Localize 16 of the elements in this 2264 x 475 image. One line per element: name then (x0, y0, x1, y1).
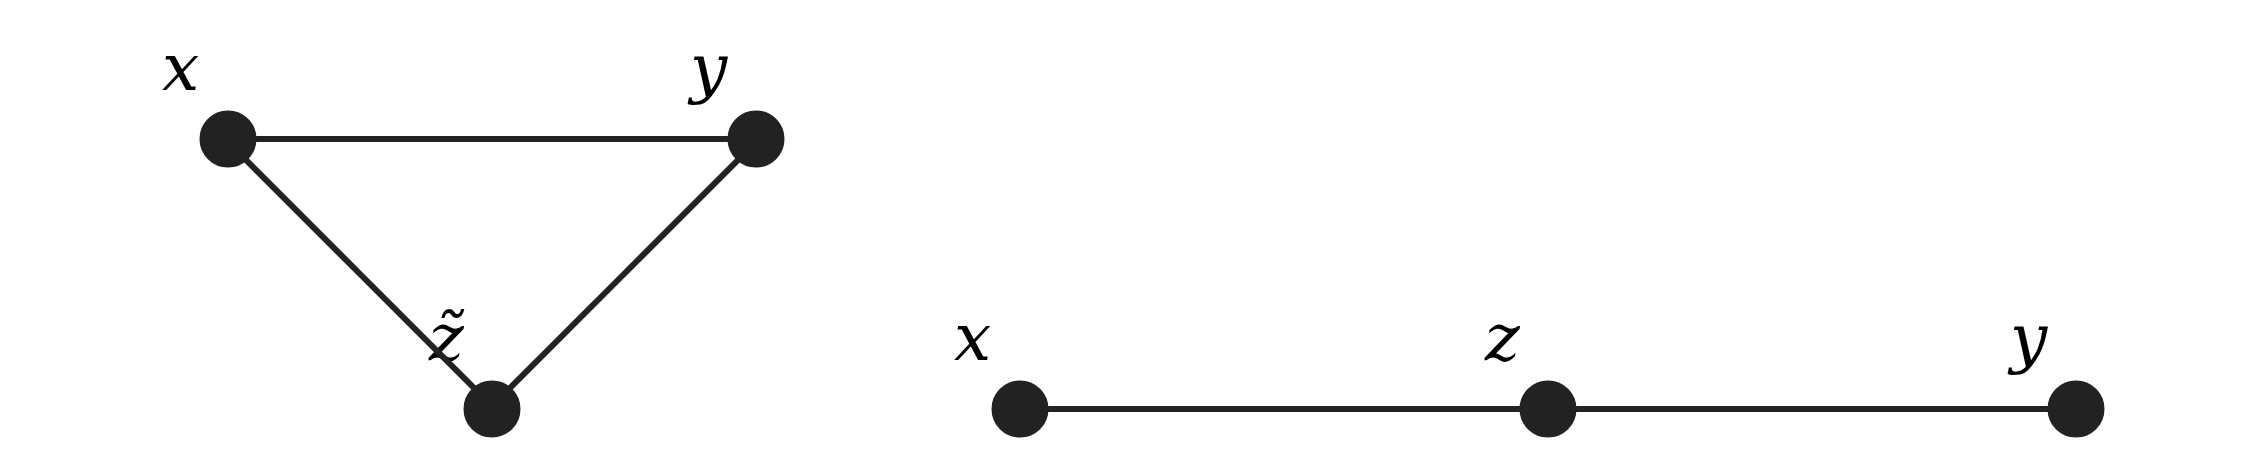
node-label: x (953, 298, 991, 376)
connector (1575, 405, 2049, 412)
node-circle (1519, 380, 1576, 437)
node-label: z (1484, 298, 1520, 376)
node-circle (727, 110, 784, 167)
connector (506, 157, 740, 391)
node-label: y (689, 28, 727, 106)
connector (255, 135, 729, 142)
node-circle (991, 380, 1048, 437)
connector (243, 157, 477, 391)
node-label: y (2009, 298, 2047, 376)
node-label: x (161, 28, 199, 106)
node-circle (2047, 380, 2104, 437)
node-circle (199, 110, 256, 167)
node-circle (463, 380, 520, 437)
connector (1047, 405, 1521, 412)
